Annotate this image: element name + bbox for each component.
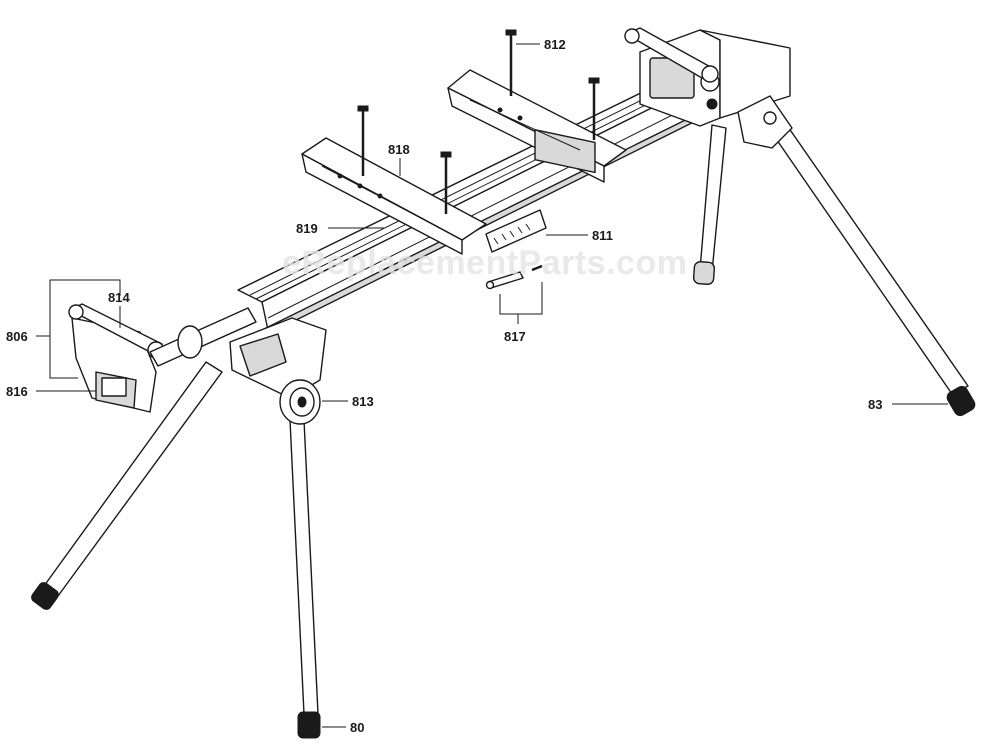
callout-811: 811 xyxy=(592,228,613,243)
leader-lines xyxy=(36,43,948,728)
callout-816: 816 xyxy=(6,384,28,399)
bolt-812 xyxy=(505,29,517,96)
callout-80: 80 xyxy=(350,720,364,735)
center-leg-mount xyxy=(229,317,327,399)
leader-806 xyxy=(49,279,121,379)
callout-818: 818 xyxy=(388,142,410,157)
left-end-bracket xyxy=(68,303,257,413)
bolt-right xyxy=(588,77,600,140)
leg-back-long xyxy=(769,123,976,417)
leader-817 xyxy=(499,282,543,315)
right-handle-bar xyxy=(624,27,719,83)
bolt-left xyxy=(357,105,369,176)
right-end-bracket xyxy=(624,27,791,127)
wheel-813 xyxy=(279,379,321,425)
callout-819: 819 xyxy=(296,221,318,236)
callout-806: 806 xyxy=(6,329,28,344)
crossbar-arm-front xyxy=(301,137,487,255)
callout-812: 812 xyxy=(544,37,566,52)
callout-817: 817 xyxy=(504,329,526,344)
watermark: eReplacementParts.com xyxy=(282,244,687,282)
leg-front-left xyxy=(31,361,223,610)
pin-set-817 xyxy=(485,264,543,290)
main-rail-beam xyxy=(237,41,771,337)
bolt-set xyxy=(357,29,600,214)
right-leg-mount xyxy=(737,95,793,149)
callout-814: 814 xyxy=(108,290,130,305)
callout-83: 83 xyxy=(868,397,882,412)
crossbar-arm-rear xyxy=(447,69,627,183)
callout-813: 813 xyxy=(352,394,374,409)
leg-back-right xyxy=(692,124,727,285)
wheel-front-left xyxy=(177,325,203,359)
leg-front-center xyxy=(289,419,321,739)
spring-assembly xyxy=(485,209,547,253)
bolt-center xyxy=(440,151,452,214)
callout-labels: 812 818 819 811 814 806 816 817 813 83 8… xyxy=(6,37,882,735)
